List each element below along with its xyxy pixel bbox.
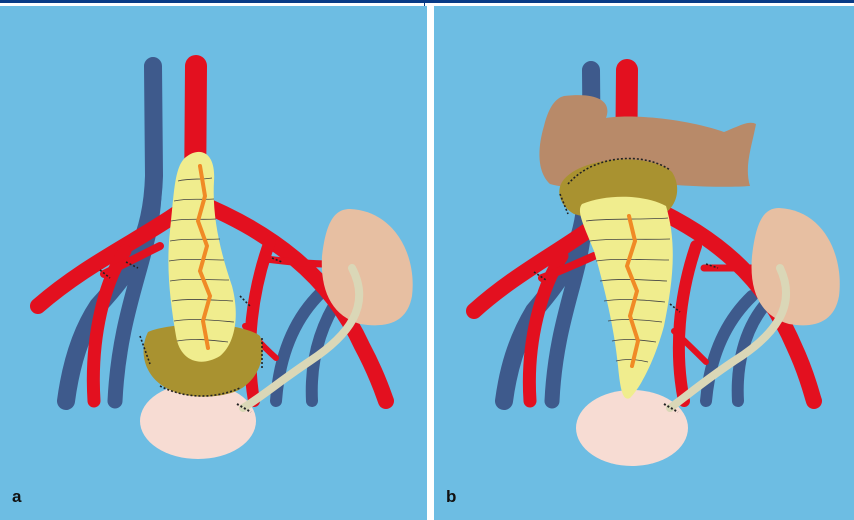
panel-label-b: b	[446, 487, 456, 506]
panel-label-a: a	[12, 487, 22, 506]
top-rule	[0, 0, 854, 3]
panel-b: b	[434, 6, 854, 520]
illustration-a: a	[0, 6, 427, 520]
panel-a: a	[0, 6, 427, 520]
bladder	[576, 390, 688, 466]
illustration-b: b	[434, 6, 854, 520]
